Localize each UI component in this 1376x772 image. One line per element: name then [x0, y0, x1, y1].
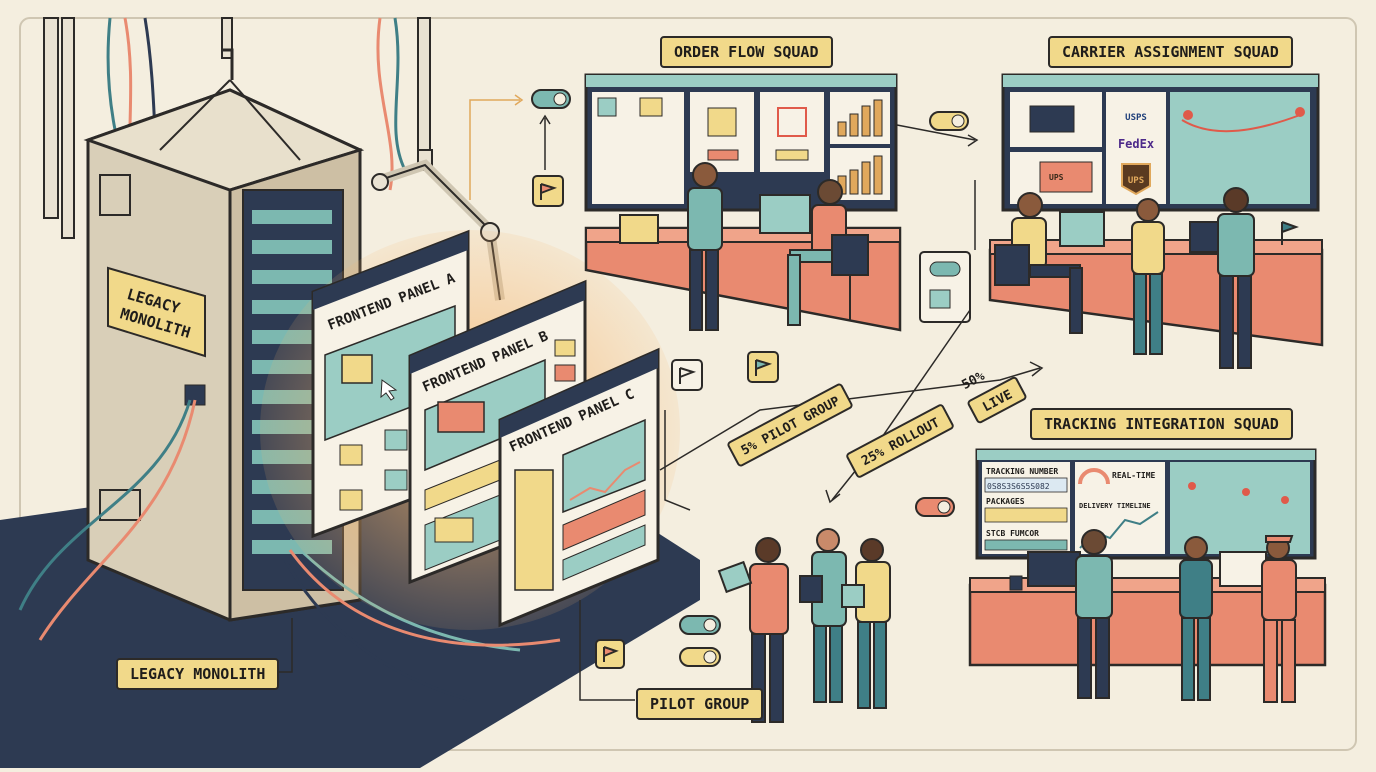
- tracking-worker-man: [1075, 529, 1113, 699]
- tracking-worker-cap: [1261, 535, 1297, 703]
- desk-package: [619, 214, 659, 244]
- tracking-map-pin-1: [1188, 482, 1196, 490]
- pilot-person-1: [717, 537, 789, 723]
- panel-a-box-icon: [339, 444, 363, 466]
- order-flow-laptop: [759, 194, 811, 234]
- cursor-icon: [380, 379, 398, 401]
- order-flow-worker-standing: [687, 162, 723, 331]
- package-icon: [707, 107, 737, 137]
- carrier-assignment-squad-label: CARRIER ASSIGNMENT SQUAD: [1048, 36, 1293, 68]
- fedex-logo: FedEx: [1118, 137, 1154, 151]
- shopping-cart-icon: [777, 107, 807, 137]
- real-time-label: REAL-TIME: [1112, 471, 1156, 480]
- panel-a-cart-icon-2: [384, 469, 408, 491]
- pilot-person-3: [841, 538, 891, 709]
- bar-chart-icon: [837, 99, 883, 195]
- tracking-integration-squad-area: TRACKING NUMBER 0S8S3S6S5S082 PACKAGES S…: [968, 448, 1327, 703]
- tracking-laptop-2: [1219, 551, 1267, 587]
- panel-a-box-icon-2: [339, 489, 363, 511]
- order-flow-worker-sitting: [787, 179, 869, 326]
- delivery-timeline-label: DELIVERY TIMELINE: [1079, 502, 1151, 510]
- tracking-number-label: TRACKING NUMBER: [986, 467, 1058, 476]
- toggle-switch-3[interactable]: [929, 261, 961, 277]
- tracking-number-value: 0S8S3S6S5S082: [987, 482, 1050, 491]
- speed-gauge-icon: [1078, 468, 1110, 485]
- carrier-laptop-1: [1059, 211, 1105, 247]
- stcb-label: STCB FUMCOR: [986, 529, 1039, 538]
- pilot-tablet-3: [841, 584, 865, 608]
- pilot-tablet-1: [717, 560, 753, 594]
- panel-a-cart-icon: [384, 429, 408, 451]
- ups-shield-label: UPS: [1128, 176, 1144, 186]
- box-icon: [639, 97, 663, 117]
- order-flow-squad-area: [584, 73, 902, 332]
- packages-label: PACKAGES: [986, 497, 1025, 506]
- pilot-group-label: PILOT GROUP: [636, 688, 764, 720]
- tracking-number-field: [984, 477, 1068, 493]
- usps-logo: USPS: [1125, 113, 1147, 123]
- panel-a-package-icon: [341, 354, 373, 384]
- order-flow-squad-label: ORDER FLOW SQUAD: [660, 36, 833, 68]
- tracking-integration-squad-label: TRACKING INTEGRATION SQUAD: [1030, 408, 1293, 440]
- monolith-sign: LEGACY MONOLITH: [107, 266, 206, 358]
- tracking-laptop-1: [1027, 551, 1081, 587]
- cart-icon: [597, 97, 617, 117]
- frontend-panel-a[interactable]: FRONTEND PANEL A: [311, 229, 470, 539]
- carrier-worker-man: [1217, 187, 1255, 369]
- pilot-tablet-2: [799, 575, 823, 603]
- carrier-assignment-squad-area: UPS USPS FedEx UPS: [988, 73, 1324, 369]
- tracking-worker-woman: [1179, 536, 1213, 701]
- flag-icons: [532, 175, 779, 669]
- carrier-worker-sitting: [994, 192, 1083, 334]
- carrier-map-screen: [1170, 92, 1310, 204]
- panel-c-chart-line: [569, 461, 641, 501]
- floating-toggles: [531, 89, 971, 667]
- map-pin-icon: [1183, 110, 1193, 120]
- pilot-group-people: [717, 528, 891, 723]
- frontend-panel-c[interactable]: FRONTEND PANEL C: [498, 347, 660, 628]
- carrier-worker-woman: [1131, 198, 1165, 355]
- flag-icon-small: [929, 289, 951, 309]
- tracking-map-pin-3: [1281, 496, 1289, 504]
- legacy-monolith-caption: LEGACY MONOLITH: [116, 658, 280, 690]
- carrier-truck-icon: [1029, 105, 1075, 133]
- panel-b-truck-icon-2: [434, 517, 474, 543]
- panel-b-truck-icon: [437, 401, 485, 433]
- ups-truck-label: UPS: [1049, 173, 1064, 182]
- route-line: [1181, 114, 1301, 133]
- map-pin-icon-2: [1295, 107, 1305, 117]
- coffee-cup-icon: [1009, 575, 1023, 591]
- ups-shield-icon: [1121, 163, 1151, 196]
- tracking-map-pin-2: [1242, 488, 1250, 496]
- pilot-person-2: [799, 528, 847, 703]
- desk-flag-icon: [1281, 221, 1299, 245]
- carrier-ups-truck-icon: [1039, 161, 1093, 193]
